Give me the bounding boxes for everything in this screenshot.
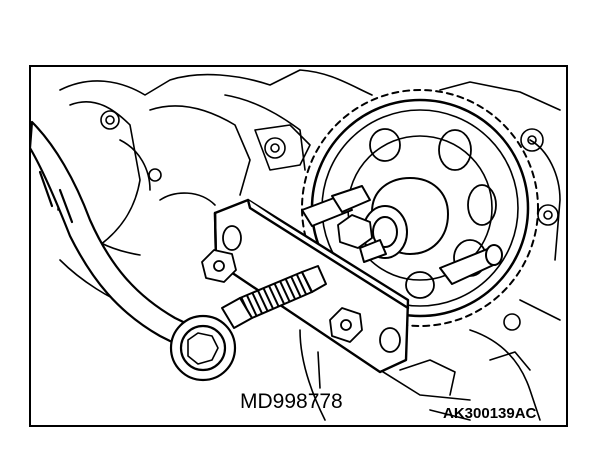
label-leader-line <box>317 351 321 389</box>
figure-code: AK300139AC <box>443 405 537 422</box>
plate-nuts <box>201 214 373 343</box>
wrench <box>30 120 237 382</box>
engine-block <box>39 69 561 421</box>
tool-label: MD998778 <box>240 390 343 413</box>
tool-rods <box>301 185 503 285</box>
block-bolts <box>100 110 559 331</box>
center-bolt <box>221 265 327 329</box>
